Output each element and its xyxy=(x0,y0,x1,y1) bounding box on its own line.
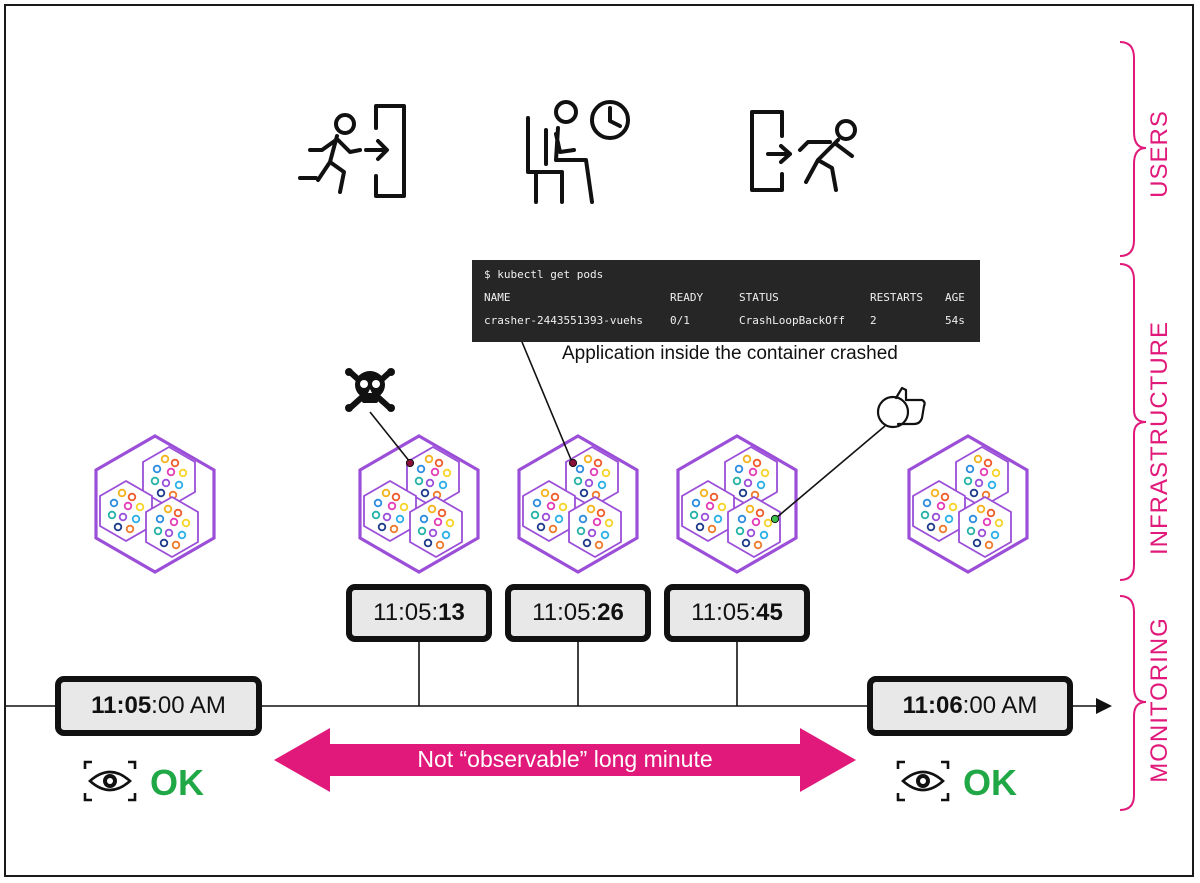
timestamp-prefix: 11:05: xyxy=(532,599,598,626)
terminal-header: AGE xyxy=(945,291,965,304)
terminal-header: READY xyxy=(670,291,704,304)
event-stems xyxy=(418,640,738,706)
user-leaving-door-icon xyxy=(750,110,857,192)
terminal-header: RESTARTS xyxy=(870,291,923,304)
terminal-command: $ kubectl get pods xyxy=(484,268,604,281)
timestamp-prefix: 11:05: xyxy=(373,599,439,626)
section-label-infrastructure: INFRASTRUCTURE xyxy=(1146,321,1173,555)
gap-label: Not “observable” long minute xyxy=(417,746,713,772)
eye-scan-icon xyxy=(896,760,950,802)
cluster-hexagon xyxy=(360,436,478,572)
cluster-hexagon xyxy=(519,436,637,572)
cluster-hexagon xyxy=(678,436,796,572)
terminal-cell: crasher-2443551393-vuehs xyxy=(484,314,643,327)
section-label-monitoring: MONITORING xyxy=(1146,617,1173,783)
diagram-frame xyxy=(4,4,1194,877)
end-rest: :00 AM xyxy=(962,692,1038,719)
terminal-cell: 2 xyxy=(870,314,877,327)
user-waiting-seated-icon xyxy=(526,100,630,204)
event-timestamp: 11:05:26 xyxy=(505,584,651,642)
section-label-users: USERS xyxy=(1146,110,1173,198)
pod-markers xyxy=(405,458,780,524)
timestamp-seconds: 13 xyxy=(438,599,465,626)
pointer-lines xyxy=(369,341,886,519)
timestamp-seconds: 26 xyxy=(597,599,624,626)
terminal-header: NAME xyxy=(484,291,511,304)
kubectl-terminal: $ kubectl get pods NAME READY STATUS RES… xyxy=(472,260,980,342)
end-timestamp: 11:06:00 AM xyxy=(867,676,1073,736)
timestamp-seconds: 45 xyxy=(756,599,783,626)
event-timestamp: 11:05:13 xyxy=(346,584,492,642)
event-timestamp: 11:05:45 xyxy=(664,584,810,642)
user-entering-door-icon xyxy=(298,104,406,198)
terminal-cell: CrashLoopBackOff xyxy=(739,314,845,327)
section-brackets xyxy=(1119,41,1147,811)
status-ok-start: OK xyxy=(150,762,204,803)
start-minute: 11:05 xyxy=(91,692,152,719)
terminal-cell: 0/1 xyxy=(670,314,690,327)
skull-crossbones-icon xyxy=(345,368,395,412)
end-minute: 11:06 xyxy=(902,692,963,719)
terminal-cell: 54s xyxy=(945,314,965,327)
thumbs-up-icon xyxy=(876,386,926,429)
timestamp-prefix: 11:05: xyxy=(691,599,757,626)
start-rest: :00 AM xyxy=(151,692,226,719)
eye-scan-icon xyxy=(83,760,137,802)
cluster-hexagon xyxy=(96,436,214,572)
gap-arrow xyxy=(274,728,856,792)
start-timestamp: 11:05:00 AM xyxy=(55,676,262,736)
status-ok-end: OK xyxy=(963,762,1017,803)
terminal-header: STATUS xyxy=(739,291,779,304)
crash-caption: Application inside the container crashed xyxy=(562,343,898,364)
cluster-hexagon xyxy=(909,436,1027,572)
